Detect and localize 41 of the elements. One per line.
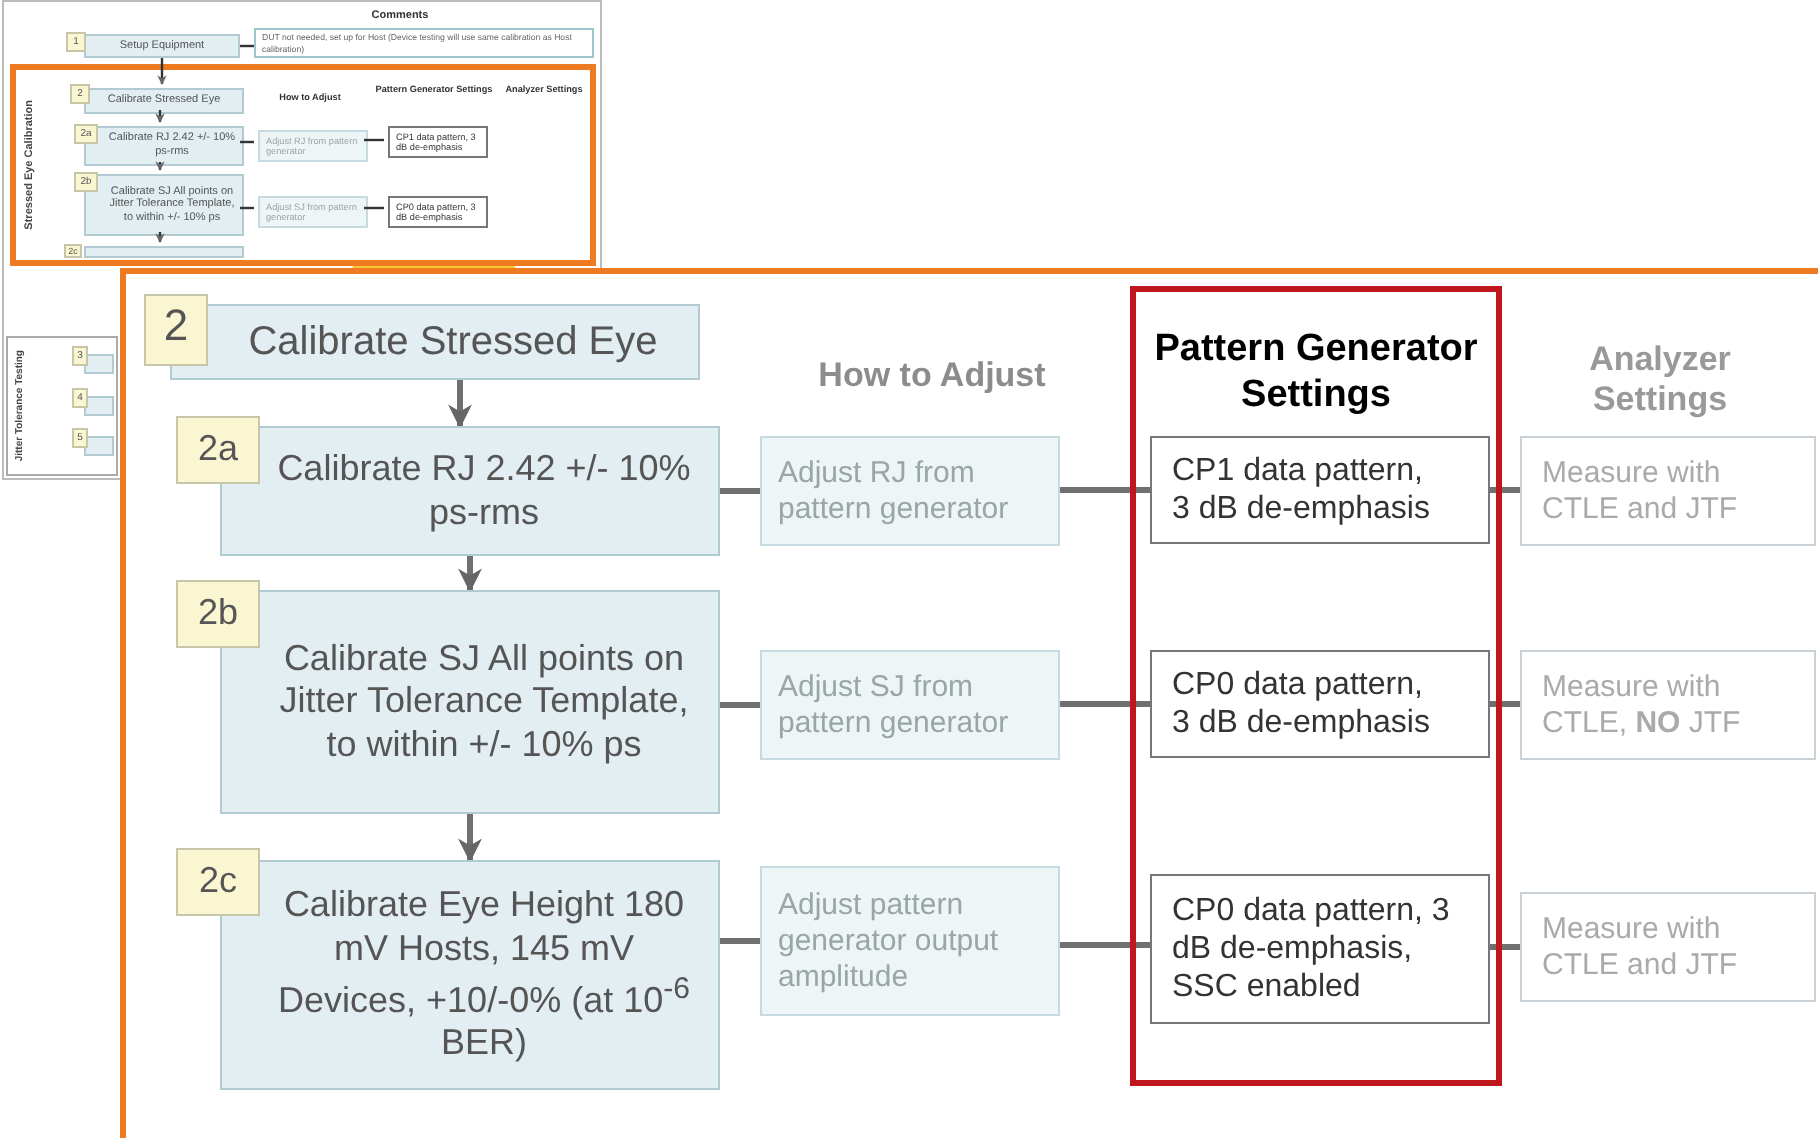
step-number-badge: 2b [176,580,260,648]
process-box [84,246,244,258]
process-box [84,354,114,374]
connector-line [1490,944,1520,950]
arrow [155,232,165,243]
connector-line [1060,487,1150,493]
settings-box: Measure with CTLE, NO JTF [1520,650,1816,760]
arrow [448,380,472,429]
column-heading: Pattern Generator Settings [1152,328,1480,420]
highlight-frame [1130,286,1502,1086]
arrow [157,58,167,85]
connector-line [1490,701,1520,707]
process-box [84,396,114,416]
connector-line [364,206,384,210]
arrow [458,814,482,863]
settings-box: CP0 data pattern, 3 dB de-emphasis [1150,650,1490,758]
settings-box: CP0 data pattern, 3 dB de-emphasis, SSC enabled [1150,874,1490,1024]
note-box: Adjust RJ from pattern generator [760,436,1060,546]
connector-line [1490,487,1520,493]
connector-line [720,938,760,944]
note-box: Adjust SJ from pattern generator [760,650,1060,760]
step-number-badge: 2 [144,294,208,366]
section-band [10,64,596,266]
step-number-badge: 2a [176,416,260,484]
section-band [6,336,118,476]
column-heading: Analyzer Settings [1587,340,1733,419]
settings-box: Measure with CTLE and JTF [1520,892,1816,1002]
connector-line [720,702,760,708]
connector-line [720,488,760,494]
arrow [155,161,165,171]
settings-box: Measure with CTLE and JTF [1520,436,1816,546]
step-number-badge: 2c [176,848,260,916]
arrow [155,110,165,123]
connector-line [1060,942,1150,948]
connector-line [1060,701,1150,707]
arrow [458,556,482,593]
process-box [84,436,114,456]
settings-box: CP1 data pattern, 3 dB de-emphasis [1150,436,1490,544]
column-heading: How to Adjust [816,356,1048,396]
connector-line [364,138,384,142]
note-box: Adjust pattern generator output amplitude [760,866,1060,1016]
